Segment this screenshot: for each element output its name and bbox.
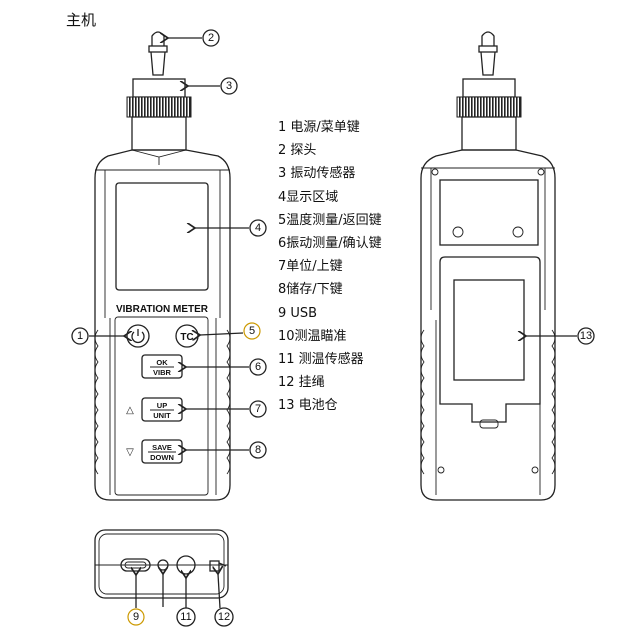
- svg-text:7: 7: [255, 403, 261, 415]
- back-label-area: [439, 179, 539, 246]
- legend-item: 1 电源/菜单键: [278, 120, 360, 135]
- power-button[interactable]: [126, 324, 150, 348]
- callout-7: 7: [186, 400, 267, 418]
- svg-text:5: 5: [249, 325, 255, 337]
- legend-item: 5温度测量/返回键: [278, 212, 382, 228]
- callout-9: 9: [127, 575, 145, 626]
- front-view: VIBRATION METER TC OK VIBR △ UP UNIT ▽ S…: [71, 29, 267, 501]
- svg-text:6: 6: [255, 361, 261, 373]
- save-down-button[interactable]: SAVE DOWN: [141, 439, 183, 464]
- device-label: VIBRATION METER: [116, 304, 209, 315]
- legend-item: 9 USB: [278, 305, 318, 321]
- legend-item: 8储存/下键: [278, 282, 343, 298]
- ok-vibr-button[interactable]: OK VIBR: [141, 354, 183, 379]
- keypad-panel: [114, 316, 209, 496]
- vibration-sensor: [126, 78, 192, 151]
- svg-text:TC: TC: [180, 332, 193, 343]
- svg-text:DOWN: DOWN: [150, 453, 174, 462]
- svg-text:3: 3: [226, 80, 232, 92]
- screw-icon: [431, 168, 545, 474]
- diagram-title: 主机: [66, 11, 97, 29]
- callout-1: 1: [71, 327, 124, 345]
- svg-text:OK: OK: [156, 358, 168, 367]
- up-triangle-icon: △: [126, 405, 134, 416]
- back-view: 13: [420, 31, 595, 501]
- svg-text:12: 12: [218, 611, 230, 623]
- legend-item: 10测温瞄准: [278, 328, 347, 344]
- parts-legend: 1 电源/菜单键 2 探头 3 振动传感器 4显示区域 5温度测量/返回键 6振…: [278, 116, 382, 418]
- bottom-view: 9 11 12: [94, 529, 234, 627]
- legend-item: 7单位/上键: [278, 259, 343, 275]
- legend-item: 2 探头: [278, 143, 317, 159]
- svg-text:1: 1: [77, 330, 83, 342]
- legend-item: 13 电池仓: [278, 398, 338, 414]
- callout-4: 4: [195, 219, 267, 237]
- callout-8: 8: [186, 441, 267, 459]
- svg-text:UNIT: UNIT: [153, 411, 171, 420]
- svg-text:13: 13: [580, 330, 592, 342]
- callout-12: 12: [215, 574, 234, 627]
- svg-text:UP: UP: [157, 401, 167, 410]
- tc-button[interactable]: TC: [175, 324, 199, 348]
- battery-compartment: [439, 256, 541, 429]
- up-unit-button[interactable]: UP UNIT: [141, 397, 183, 422]
- display-screen: [115, 182, 209, 291]
- svg-text:2: 2: [208, 32, 214, 44]
- svg-text:11: 11: [180, 611, 191, 623]
- callout-2: 2: [168, 29, 220, 47]
- legend-item: 11 测温传感器: [278, 352, 364, 368]
- svg-text:VIBR: VIBR: [153, 368, 172, 377]
- svg-text:8: 8: [255, 444, 261, 456]
- down-triangle-icon: ▽: [126, 447, 134, 458]
- legend-item: 4显示区域: [278, 189, 339, 205]
- lanyard-hole: [209, 560, 220, 572]
- svg-text:SAVE: SAVE: [152, 443, 172, 452]
- legend-item: 6振动测量/确认键: [278, 236, 382, 252]
- callout-11: 11: [176, 578, 196, 627]
- svg-text:4: 4: [255, 222, 261, 234]
- legend-item: 3 振动传感器: [278, 166, 356, 182]
- callout-13: 13: [526, 327, 595, 345]
- callout-6: 6: [186, 358, 267, 376]
- callout-5: 5: [200, 322, 261, 339]
- legend-item: 12 挂绳: [278, 375, 325, 391]
- svg-text:9: 9: [133, 611, 139, 623]
- probe: [148, 31, 168, 76]
- callout-3: 3: [188, 77, 238, 95]
